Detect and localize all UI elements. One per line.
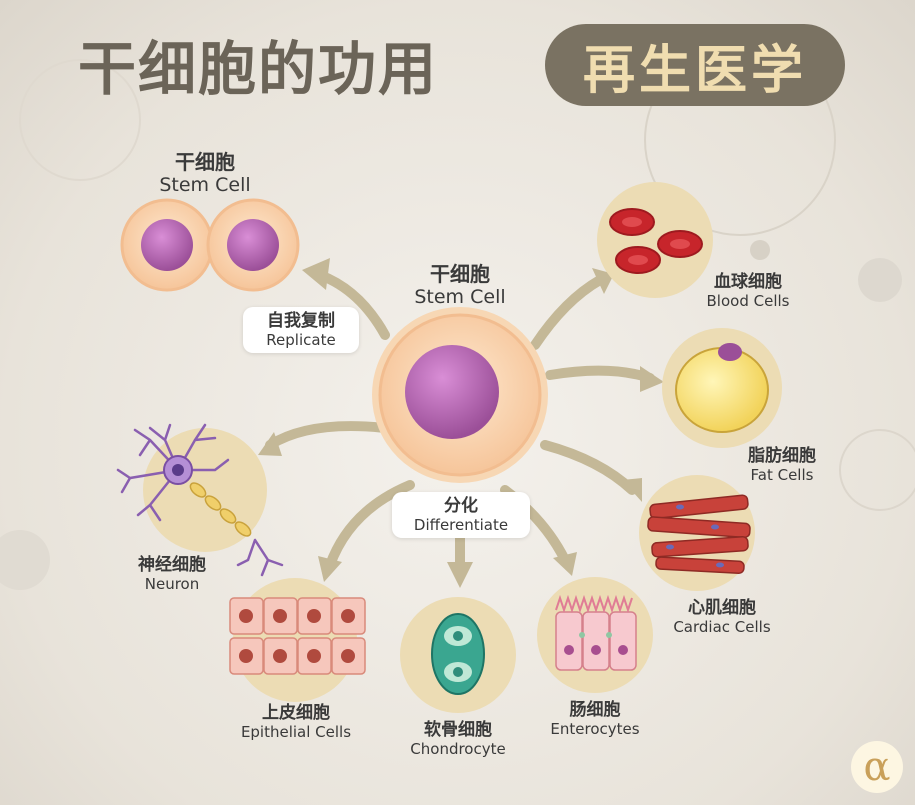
neuron-label: 神经细胞 Neuron — [122, 555, 222, 593]
label-zh: 干细胞 — [430, 262, 490, 286]
arrowhead — [318, 556, 342, 582]
page-title: 干细胞的功用 — [78, 35, 439, 103]
chondrocyte-nucleus — [453, 667, 463, 677]
enterocytes-icon — [555, 594, 637, 671]
arrow-replicate — [315, 270, 390, 340]
bg-ring — [839, 429, 915, 511]
arrowhead — [553, 552, 577, 576]
neuron-icon — [116, 423, 284, 577]
arrow-cardiac — [540, 440, 637, 495]
chondrocyte-label: 软骨细胞 Chondrocyte — [402, 720, 514, 758]
label-zh: 肠细胞 — [569, 700, 621, 720]
label-en: Cardiac Cells — [673, 618, 771, 637]
label-en: Chondrocyte — [410, 740, 506, 759]
bg-dot — [750, 240, 770, 260]
label-zh: 神经细胞 — [138, 555, 206, 575]
center-stem-cell-label: 干细胞 Stem Cell — [400, 262, 520, 309]
bg-dot — [0, 530, 50, 590]
replicated-stem-cell-label: 干细胞 Stem Cell — [140, 150, 270, 197]
label-zh: 血球细胞 — [714, 272, 782, 292]
label-en: Stem Cell — [414, 286, 506, 308]
arrowhead — [447, 562, 473, 588]
bg-dot — [858, 258, 902, 302]
arrow-blood — [530, 275, 605, 350]
neuron-axon-myelin — [189, 482, 252, 537]
label-en: Blood Cells — [706, 292, 790, 311]
fat-cell-nucleus — [718, 343, 742, 361]
replicated-stem-cell-nucleus — [227, 219, 279, 271]
fat-cells-label: 脂肪细胞 Fat Cells — [722, 446, 842, 484]
epithelial-cells-icon — [229, 597, 366, 675]
blood-cells-label: 血球细胞 Blood Cells — [688, 272, 808, 310]
arrowhead — [622, 478, 642, 502]
label-zh: 干细胞 — [175, 150, 235, 174]
cardiac-cells-icon — [647, 494, 751, 574]
cardiac-cells-label: 心肌细胞 Cardiac Cells — [652, 598, 792, 636]
label-en: Epithelial Cells — [240, 723, 352, 742]
arrowhead — [302, 258, 330, 290]
arrow-neuron — [265, 421, 390, 450]
enterocytes-label: 肠细胞 Enterocytes — [540, 700, 650, 738]
label-zh: 自我复制 — [267, 311, 335, 331]
label-zh: 分化 — [444, 496, 478, 516]
replicated-stem-cell-nucleus — [141, 219, 193, 271]
label-zh: 软骨细胞 — [424, 720, 492, 740]
replicate-tag: 自我复制 Replicate — [243, 307, 359, 354]
label-en: Replicate — [266, 331, 336, 350]
label-zh: 脂肪细胞 — [748, 446, 816, 466]
arrowhead — [640, 366, 664, 392]
arrow-epithelial — [325, 480, 415, 570]
label-en: Fat Cells — [750, 466, 814, 485]
cardiac-cells-nuclei — [666, 504, 724, 568]
fat-cell-icon — [675, 347, 769, 433]
neuron-nucleus — [172, 464, 184, 476]
arrowhead — [258, 432, 282, 456]
label-zh: 上皮细胞 — [262, 703, 330, 723]
differentiate-tag: 分化 Differentiate — [392, 492, 530, 539]
center-stem-cell-nucleus — [405, 345, 499, 439]
label-en: Enterocytes — [550, 720, 640, 739]
label-en: Neuron — [144, 575, 200, 594]
title-badge: 再生医学 — [545, 24, 845, 106]
label-en: Stem Cell — [159, 174, 251, 196]
chondrocyte-nucleus — [453, 631, 463, 641]
label-en: Differentiate — [413, 516, 509, 535]
epithelial-cells-label: 上皮细胞 Epithelial Cells — [228, 703, 364, 741]
bg-ring — [19, 59, 141, 181]
blood-cells-highlight — [622, 217, 690, 265]
label-zh: 心肌细胞 — [688, 598, 756, 618]
arrowheads — [258, 258, 664, 588]
arrow-fat — [545, 365, 655, 383]
brand-logo: α — [851, 741, 903, 793]
